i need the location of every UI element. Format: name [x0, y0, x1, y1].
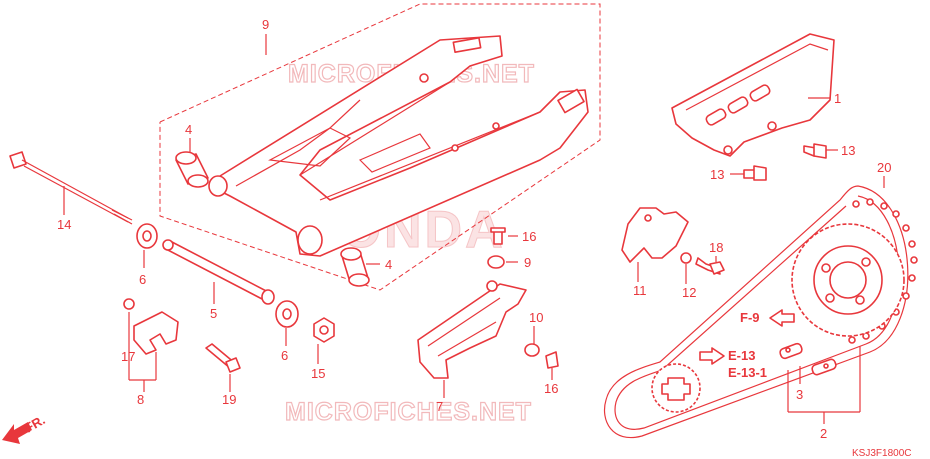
bushing-lower[interactable] — [340, 247, 370, 287]
swingarm[interactable] — [208, 35, 589, 257]
bolt-16-lower[interactable] — [545, 351, 559, 369]
bolt-19[interactable] — [205, 343, 241, 373]
callout-1: 1 — [834, 91, 841, 106]
callout-18: 18 — [709, 240, 723, 255]
callout-4-upper: 4 — [185, 122, 192, 137]
callout-19: 19 — [222, 392, 236, 407]
callout-15: 15 — [311, 366, 325, 381]
diagram-code: KSJ3F1800C — [852, 448, 911, 459]
callout-6-lower: 6 — [281, 348, 288, 363]
washer-9-lower[interactable] — [524, 343, 540, 357]
ref-arrow-f9[interactable] — [769, 309, 795, 327]
pivot-nut[interactable] — [313, 317, 335, 343]
callout-6-upper: 6 — [139, 272, 146, 287]
bolt-18[interactable] — [695, 257, 725, 275]
chain-slider[interactable] — [417, 280, 527, 379]
callout-16-upper: 16 — [522, 229, 536, 244]
callout-11: 8 — [137, 392, 144, 407]
bolt-13-left[interactable] — [743, 165, 767, 181]
callout-2: 2 — [820, 426, 827, 441]
drive-sprocket[interactable] — [651, 363, 701, 413]
callout-14: 14 — [57, 217, 71, 232]
watermark-site-bottom: MICROFICHES.NET — [285, 398, 532, 426]
callout-4-lower: 4 — [385, 257, 392, 272]
callout-5: 5 — [210, 306, 217, 321]
chain-case[interactable] — [671, 33, 835, 157]
ref-label-e13-1[interactable]: E-13-1 — [728, 365, 767, 380]
ref-label-e13[interactable]: E-13 — [728, 348, 755, 363]
callout-13-right: 13 — [841, 143, 855, 158]
callout-7: 11 — [633, 283, 647, 298]
bolt-16-upper[interactable] — [490, 227, 506, 245]
callout-20: 20 — [877, 160, 891, 175]
washer-9-upper[interactable] — [487, 255, 505, 269]
callout-10: 7 — [436, 399, 443, 414]
pivot-bolt[interactable] — [9, 151, 133, 225]
master-link[interactable] — [779, 342, 837, 376]
pivot-collar[interactable] — [162, 239, 275, 305]
ref-label-f9[interactable]: F-9 — [740, 310, 760, 325]
callout-13-left: 13 — [710, 167, 724, 182]
chain-guide-plate[interactable] — [621, 207, 689, 263]
bushing-upper[interactable] — [175, 151, 209, 188]
dust-seal-left[interactable] — [136, 223, 158, 249]
callout-3: 3 — [796, 387, 803, 402]
callout-9-upper: 9 — [524, 255, 531, 270]
callout-16-lower: 16 — [544, 381, 558, 396]
chain-links — [848, 198, 918, 344]
dust-seal-right[interactable] — [275, 300, 299, 328]
callout-17: 17 — [121, 349, 135, 364]
rear-sprocket[interactable] — [791, 223, 905, 337]
front-direction-arrow-icon — [2, 422, 32, 444]
washer-8[interactable] — [680, 252, 692, 264]
ref-arrow-e13[interactable] — [699, 347, 725, 365]
chain-guide-bracket[interactable] — [123, 298, 179, 355]
callout-9-lower: 10 — [529, 310, 543, 325]
callout-8: 12 — [682, 285, 696, 300]
swingarm-group-outline — [159, 3, 601, 291]
drive-chain[interactable] — [604, 185, 918, 439]
callout-12: 9 — [262, 17, 269, 32]
bolt-13-right[interactable] — [803, 143, 827, 159]
